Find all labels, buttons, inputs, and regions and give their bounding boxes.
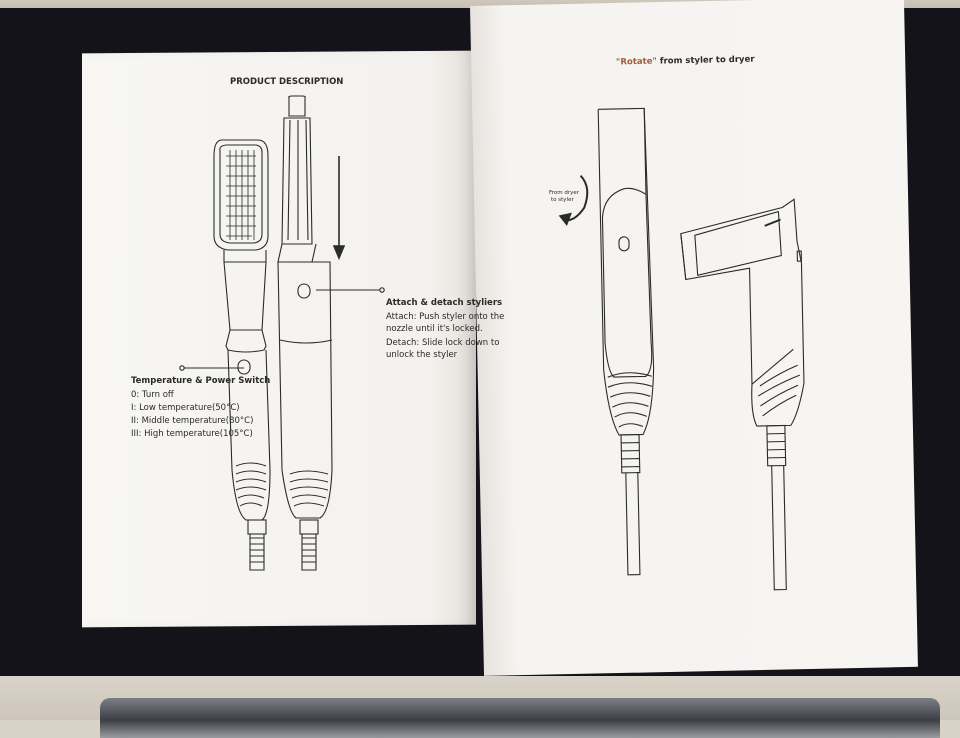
- switch-line: 0: Turn off: [131, 390, 174, 400]
- detach-line: unlock the styler: [386, 350, 458, 360]
- barrel-styler-drawing: [277, 95, 333, 571]
- rotate-arrow-icon: [558, 175, 589, 227]
- switch-line: III: High temperature(105°C): [131, 429, 253, 439]
- rotate-word: "Rotate": [615, 56, 657, 68]
- arrow-label: From dryer: [549, 190, 580, 196]
- switch-line: I: Low temperature(50°C): [131, 403, 240, 413]
- instruction-booklet: PRODUCT DESCRIPTION Attach & detach styl…: [82, 0, 918, 676]
- left-page-title: PRODUCT DESCRIPTION: [230, 77, 344, 87]
- brush-bristles: [226, 150, 256, 240]
- barrel-vent: [289, 470, 329, 563]
- arrow-label: to styler: [551, 197, 574, 203]
- switch-heading: Temperature & Power Switch: [131, 376, 271, 386]
- attach-line: Attach: Push styler onto the: [386, 312, 505, 322]
- dryer-vertical-drawing: [597, 107, 655, 576]
- brush-vent: [235, 462, 267, 563]
- title-rest: from styler to dryer: [656, 54, 755, 67]
- attach-heading: Attach & detach styliers: [386, 298, 503, 308]
- switch-line: II: Middle temperature(80°C): [131, 416, 254, 426]
- down-arrow-icon: [332, 156, 346, 261]
- brush-styler-drawing: [213, 139, 271, 571]
- dryer-angled-drawing: [680, 198, 805, 591]
- left-page-illustration: [179, 95, 805, 591]
- detach-line: Detach: Slide lock down to: [386, 338, 500, 348]
- attach-line: nozzle until it's locked.: [386, 324, 483, 334]
